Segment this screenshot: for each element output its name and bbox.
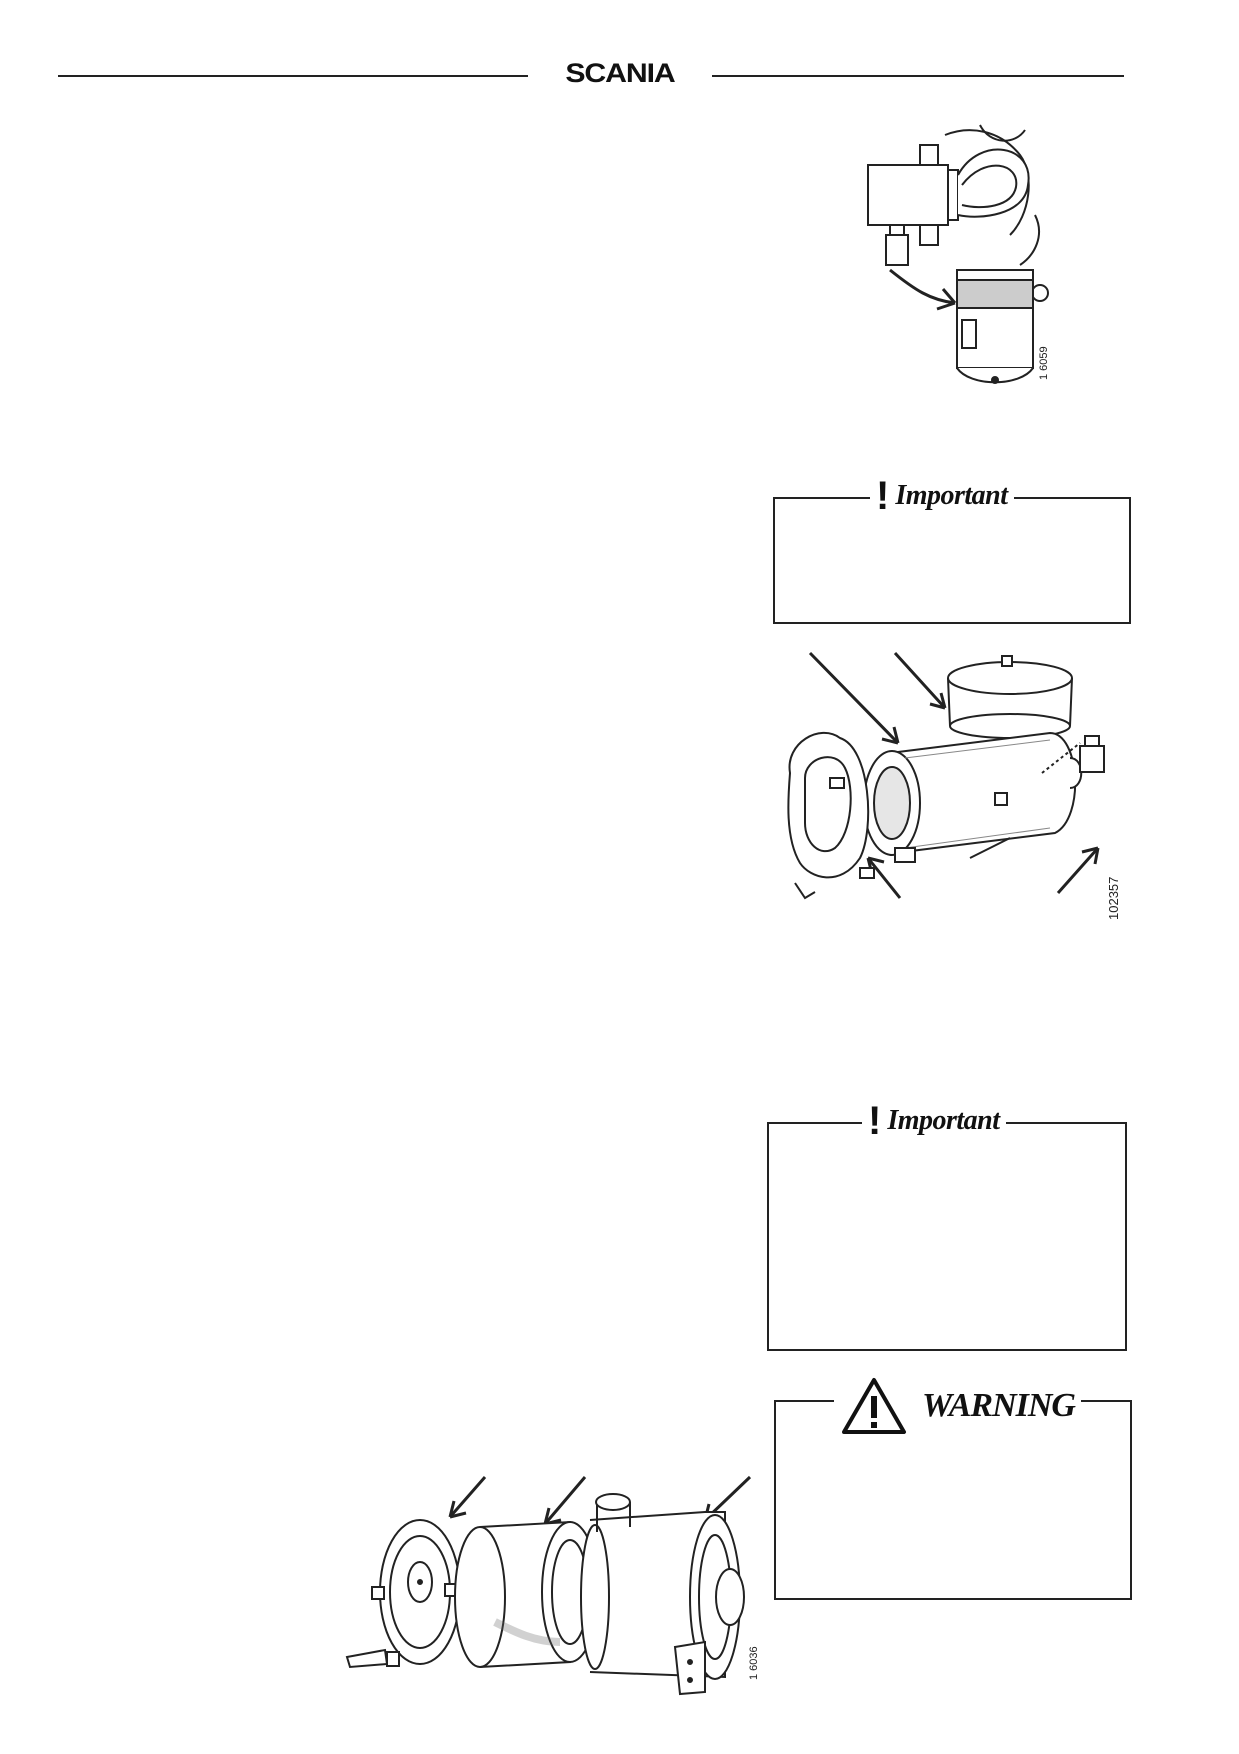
air-cleaner-illustration — [787, 651, 1105, 900]
important-label: Important — [887, 1105, 1000, 1136]
important-notice-box-2 — [767, 1122, 1127, 1351]
important-label: Important — [895, 480, 1008, 511]
figure-id-air-filter-exploded: 1 6036 — [748, 1646, 760, 1680]
important-notice-title-2: ! Important — [862, 1101, 1006, 1141]
important-notice-box-1 — [773, 497, 1131, 624]
header-rule-left — [58, 75, 528, 77]
important-notice-title-1: ! Important — [870, 476, 1014, 516]
brand-logo: SCANIA — [565, 58, 675, 88]
warning-notice-title: WARNING — [834, 1376, 1081, 1436]
warning-triangle-icon — [842, 1378, 906, 1434]
figure-id-air-cleaner: 102357 — [1106, 876, 1121, 920]
figure-id-fuel-filter: 1 6059 — [1038, 346, 1050, 380]
air-filter-exploded-illustration — [345, 1475, 752, 1696]
exclamation-icon: ! — [868, 1099, 882, 1143]
warning-label: WARNING — [922, 1387, 1076, 1424]
fuel-filter-illustration — [867, 124, 1049, 384]
header-rule-right — [712, 75, 1124, 77]
exclamation-icon: ! — [876, 474, 890, 518]
